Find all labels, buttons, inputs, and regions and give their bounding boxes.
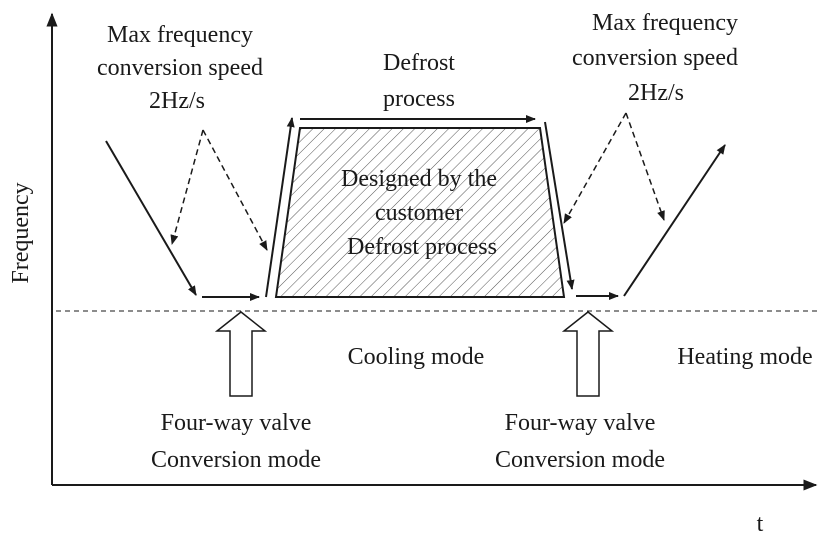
- left-valve-hollow-arrow: [214, 311, 268, 397]
- left-descent-arrow: [105, 140, 197, 296]
- left-speed-callout-b: [202, 129, 268, 251]
- heating-mode-label: Heating mode: [677, 344, 812, 370]
- right-valve-label-line1: Four-way valve: [505, 410, 656, 436]
- customer-box-line2: customer: [375, 200, 463, 226]
- left-speed-label-line1: Max frequency: [107, 22, 253, 48]
- customer-box-line1: Designed by the: [341, 166, 497, 192]
- right-speed-callout-b: [625, 112, 665, 221]
- ramp-down-arrow: [544, 121, 575, 290]
- left-valve-label-line1: Four-way valve: [161, 410, 312, 436]
- right-valve-label-line2: Conversion mode: [495, 447, 665, 473]
- left-valve-label-line2: Conversion mode: [151, 447, 321, 473]
- left-speed-label-line3: 2Hz/s: [149, 88, 205, 114]
- right-speed-label-line2: conversion speed: [572, 45, 738, 71]
- defrost-label-line1: Defrost: [383, 50, 455, 76]
- right-speed-callout-a: [563, 112, 627, 224]
- right-ascent-arrow: [623, 144, 726, 297]
- left-speed-callout-a: [170, 129, 204, 245]
- y-axis-label: Frequency: [8, 182, 34, 283]
- customer-defrost-region: [274, 127, 566, 298]
- left-speed-label-line2: conversion speed: [97, 55, 263, 81]
- right-speed-label-line1: Max frequency: [592, 10, 738, 36]
- right-valve-hollow-arrow: [561, 311, 615, 397]
- x-axis-label: t: [757, 511, 764, 537]
- cooling-mode-label: Cooling mode: [348, 344, 485, 370]
- ramp-up-arrow: [265, 117, 295, 298]
- customer-box-line3: Defrost process: [347, 234, 497, 260]
- right-speed-label-line3: 2Hz/s: [628, 80, 684, 106]
- defrost-label-line2: process: [383, 86, 455, 112]
